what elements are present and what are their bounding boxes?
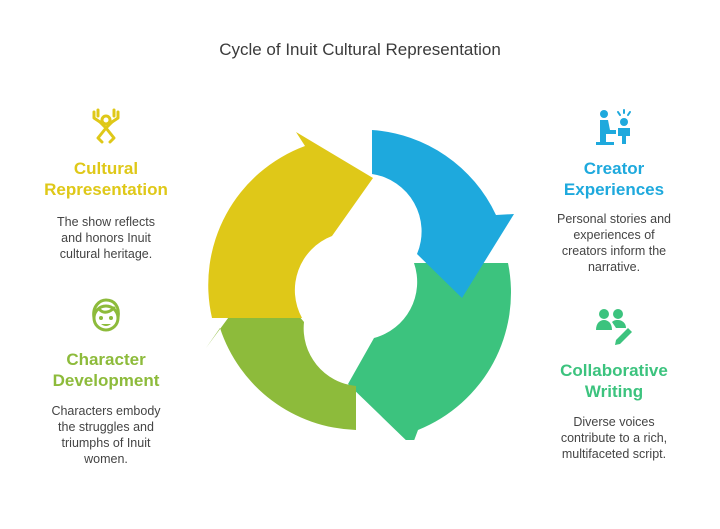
creator-desc-line1: Personal stories and xyxy=(557,212,671,226)
character-desc-line2: the struggles and xyxy=(58,420,154,434)
collaborative-title-line2: Writing xyxy=(584,382,644,401)
collaborative-desc-line1: Diverse voices xyxy=(573,415,655,429)
arrow-cultural xyxy=(208,132,373,318)
cultural-desc-line1: The show reflects xyxy=(57,215,155,229)
child-face-icon xyxy=(92,298,120,332)
cultural-desc-line3: cultural heritage. xyxy=(59,247,153,261)
collaborative-desc-line3: multifaceted script. xyxy=(561,447,667,461)
creator-description: Personal stories and experiences of crea… xyxy=(534,211,694,275)
character-desc-line1: Characters embody xyxy=(51,404,161,418)
arrow-collaborative xyxy=(348,263,511,440)
creator-title-line1: Creator xyxy=(583,159,645,178)
character-title: Character Development xyxy=(16,349,196,391)
collaborative-title-line1: Collaborative xyxy=(560,361,668,380)
diagram-title: Cycle of Inuit Cultural Representation xyxy=(219,40,501,59)
collaborative-title: Collaborative Writing xyxy=(524,360,704,402)
cultural-title-line1: Cultural xyxy=(73,159,139,178)
cultural-description: The show reflects and honors Inuit cultu… xyxy=(26,214,186,262)
cultural-desc-line2: and honors Inuit xyxy=(61,231,151,245)
creator-desc-line4: narrative. xyxy=(587,260,641,274)
character-desc-line3: triumphs of Inuit xyxy=(61,436,151,450)
creator-desc-line3: creators inform the xyxy=(561,244,667,258)
creator-title: Creator Experiences xyxy=(524,158,704,200)
collaborative-desc-line2: contribute to a rich, xyxy=(560,431,668,445)
cultural-title-line2: Representation xyxy=(44,180,168,199)
character-desc-line4: women. xyxy=(84,452,128,466)
cultural-title: Cultural Representation xyxy=(16,158,196,200)
creator-desc-line2: experiences of xyxy=(573,228,655,242)
creator-title-line2: Experiences xyxy=(563,180,665,199)
character-title-line1: Character xyxy=(66,350,146,369)
inuit-figure-icon xyxy=(92,108,120,144)
storyteller-icon xyxy=(596,109,631,145)
character-title-line2: Development xyxy=(52,371,160,390)
arrow-creator xyxy=(372,130,514,298)
collaborative-description: Diverse voices contribute to a rich, mul… xyxy=(534,414,694,462)
users-edit-icon xyxy=(596,309,632,345)
cycle-wheel xyxy=(206,130,514,440)
character-description: Characters embody the struggles and triu… xyxy=(26,403,186,467)
